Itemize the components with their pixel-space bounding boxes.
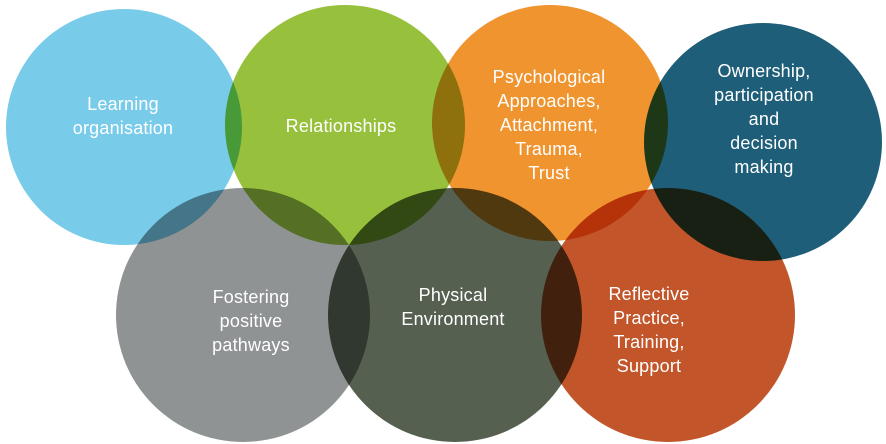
circle-reflective-practice <box>541 188 795 442</box>
circle-fostering-positive-pathways <box>116 188 370 442</box>
circle-physical-environment <box>328 188 582 442</box>
